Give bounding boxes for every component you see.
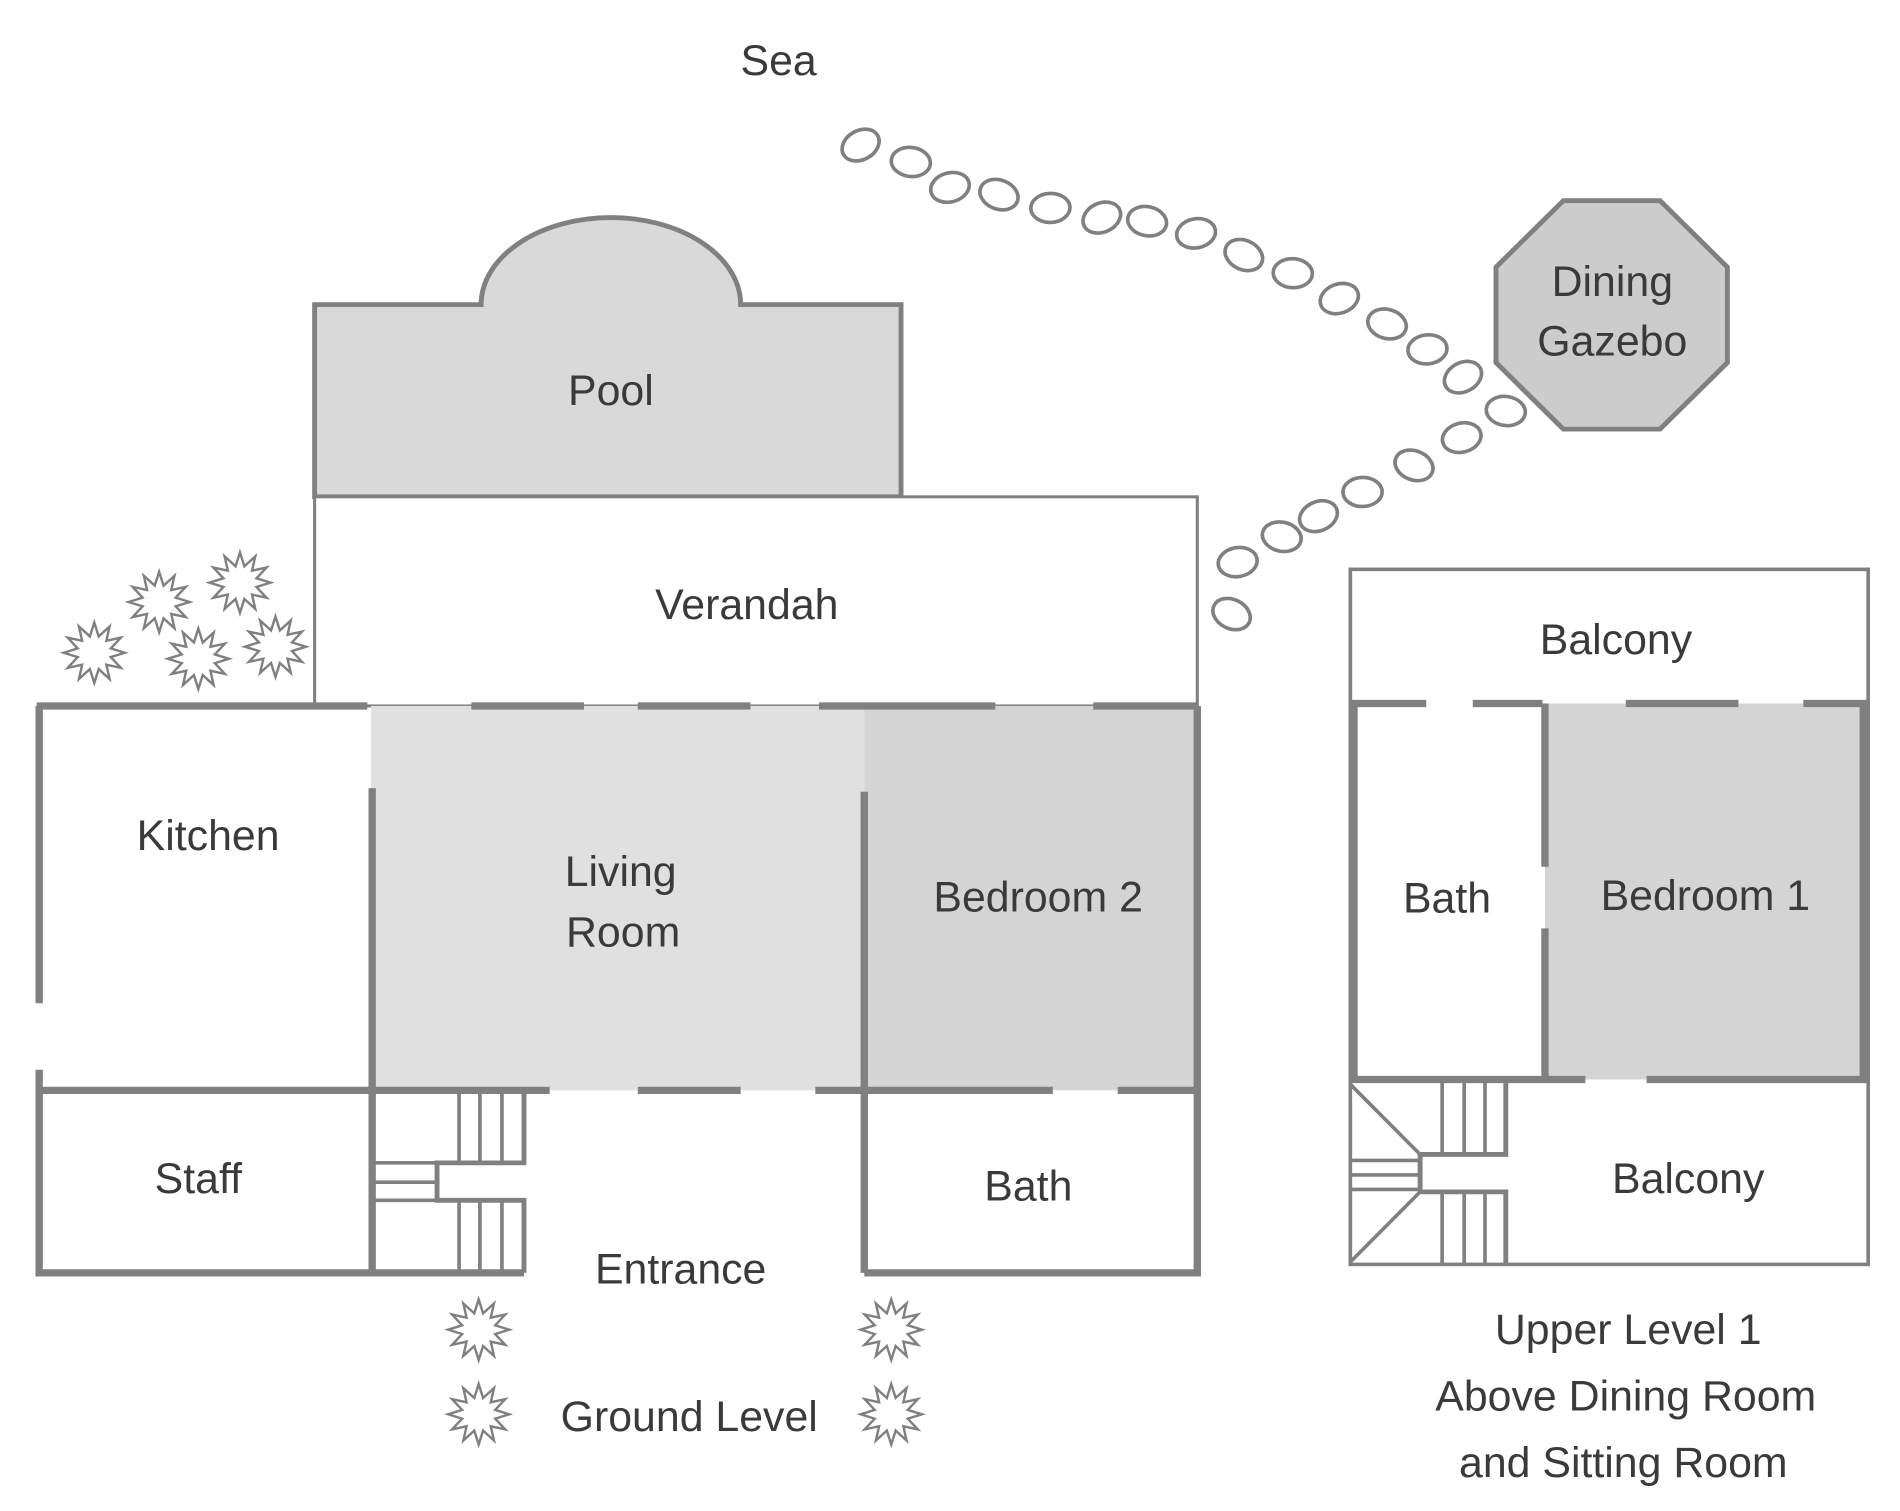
stepping-stone <box>1341 475 1384 509</box>
stepping-stone <box>840 127 881 163</box>
caption-upper-2: Above Dining Room <box>1435 1373 1816 1421</box>
stepping-stone <box>978 177 1020 212</box>
stepping-stone <box>1406 332 1449 366</box>
label-balcony-bottom: Balcony <box>1612 1155 1765 1203</box>
stepping-stone <box>1081 200 1123 235</box>
stepping-stone <box>1216 545 1259 579</box>
plant-icon <box>443 1380 514 1449</box>
caption-upper-3: and Sitting Room <box>1459 1439 1788 1487</box>
ground-staircase <box>372 1090 527 1273</box>
plant-icon <box>443 1295 514 1364</box>
upper-walls <box>1350 699 1869 1084</box>
label-kitchen: Kitchen <box>137 812 280 860</box>
stepping-stone <box>1223 237 1265 273</box>
bedroom-2 <box>864 705 1195 1091</box>
stepping-stone <box>1365 307 1409 341</box>
label-pool: Pool <box>568 367 654 415</box>
stepping-stone <box>1393 448 1435 483</box>
label-bedroom-1: Bedroom 1 <box>1601 872 1811 920</box>
plant-icon <box>124 567 194 637</box>
stepping-stone <box>1125 204 1169 238</box>
ground-walls <box>35 702 1201 1277</box>
stepping-stone <box>928 170 972 205</box>
caption-upper-1: Upper Level 1 <box>1495 1306 1762 1354</box>
plant-icon <box>856 1380 926 1449</box>
dining-gazebo <box>1493 198 1730 432</box>
verandah <box>313 495 1199 708</box>
stepping-stone <box>1318 281 1361 316</box>
stepping-stone <box>1440 420 1483 455</box>
label-bath-ground: Bath <box>984 1163 1072 1211</box>
label-verandah: Verandah <box>655 581 838 629</box>
label-balcony-top: Balcony <box>1540 616 1693 664</box>
upper-staircase <box>1349 1079 1509 1265</box>
plants <box>59 548 926 1449</box>
stepping-stone <box>1271 256 1315 290</box>
stepping-stone <box>1174 216 1218 250</box>
stepping-stone <box>1211 596 1253 632</box>
plant-icon <box>59 618 129 688</box>
label-entrance: Entrance <box>595 1246 766 1294</box>
label-gazebo: Gazebo <box>1537 318 1687 366</box>
plant-icon <box>240 612 311 681</box>
stepping-stone <box>1028 191 1072 225</box>
label-staff: Staff <box>155 1155 242 1203</box>
label-dining: Dining <box>1552 258 1673 306</box>
label-sea: Sea <box>741 37 818 85</box>
stepping-stone-path <box>840 127 1528 632</box>
living-room <box>370 705 865 1091</box>
label-room: Room <box>566 909 680 957</box>
plant-icon <box>856 1295 926 1364</box>
stepping-stone <box>1260 520 1303 554</box>
stepping-stone <box>889 145 933 179</box>
bedroom-1 <box>1544 703 1864 1080</box>
pool <box>312 215 904 500</box>
label-bath-upper: Bath <box>1403 875 1491 923</box>
plant-icon <box>163 624 234 694</box>
label-ground-level: Ground Level <box>561 1393 818 1441</box>
stepping-stone <box>1484 394 1528 428</box>
stepping-stone <box>1297 498 1340 534</box>
stepping-stone <box>1442 359 1484 395</box>
plant-icon <box>205 548 275 617</box>
label-living: Living <box>565 848 677 896</box>
label-bedroom-2: Bedroom 2 <box>933 874 1143 922</box>
